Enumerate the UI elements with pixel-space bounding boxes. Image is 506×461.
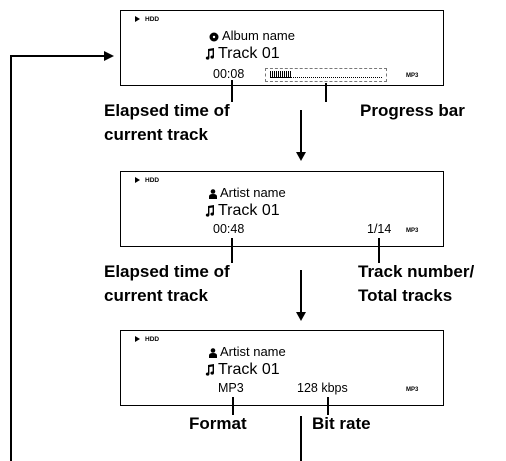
person-icon — [209, 347, 217, 358]
leader-line-elapsed-2 — [231, 238, 233, 263]
artist-name: Artist name — [209, 344, 286, 359]
elapsed-time-value: 00:48 — [213, 222, 245, 236]
leader-line-format — [232, 397, 234, 415]
label-elapsed-time-2: Elapsed time of current track — [104, 262, 230, 305]
label-progress-bar: Progress bar — [360, 101, 465, 120]
label-elapsed-time-1: Elapsed time of current track — [104, 101, 230, 144]
bit-rate-value: 128 kbps — [297, 381, 348, 395]
music-note-icon — [205, 47, 215, 60]
format-indicator: MP3 — [406, 228, 419, 234]
label-track-number: Track number/ Total tracks — [358, 262, 475, 305]
format-value: MP3 — [218, 381, 244, 395]
play-icon — [135, 336, 140, 342]
flow-line-1 — [300, 110, 302, 154]
loop-back-line-vertical — [10, 56, 12, 461]
music-note-icon — [205, 363, 215, 376]
source-indicator: HDD — [135, 16, 159, 23]
loop-back-line-horizontal — [10, 55, 106, 57]
elapsed-time-value: 00:08 — [213, 67, 245, 81]
display-panel-album: HDD Album name Track 01 00:08 MP3 — [120, 10, 444, 86]
loop-back-arrow-icon — [104, 51, 114, 61]
track-name: Track 01 — [205, 202, 280, 220]
display-panel-artist: HDD Artist name Track 01 00:48 1/14 MP3 — [120, 171, 444, 247]
leader-line-track-number — [378, 238, 380, 263]
progress-bar — [265, 68, 387, 82]
source-indicator: HDD — [135, 336, 159, 343]
flow-line-3 — [300, 416, 302, 461]
track-name: Track 01 — [205, 361, 280, 379]
album-name: Album name — [209, 28, 295, 43]
display-panel-format: HDD Artist name Track 01 MP3 128 kbps MP… — [120, 330, 444, 406]
person-icon — [209, 188, 217, 199]
source-indicator: HDD — [135, 177, 159, 184]
disc-icon — [209, 32, 219, 42]
leader-line-bit-rate — [327, 397, 329, 415]
play-icon — [135, 177, 140, 183]
leader-line-progress — [325, 83, 327, 102]
artist-name: Artist name — [209, 185, 286, 200]
track-number-value: 1/14 — [367, 222, 392, 236]
leader-line-elapsed-1 — [231, 80, 233, 102]
music-note-icon — [205, 204, 215, 217]
flow-arrow-icon — [296, 152, 306, 161]
flow-line-2 — [300, 270, 302, 314]
format-indicator: MP3 — [406, 387, 419, 393]
label-format: Format — [189, 414, 247, 433]
progress-track — [270, 77, 382, 78]
label-bit-rate: Bit rate — [312, 414, 371, 433]
play-icon — [135, 16, 140, 22]
track-name: Track 01 — [205, 45, 280, 63]
progress-fill — [270, 71, 292, 78]
format-indicator: MP3 — [406, 73, 419, 79]
flow-arrow-icon — [296, 312, 306, 321]
